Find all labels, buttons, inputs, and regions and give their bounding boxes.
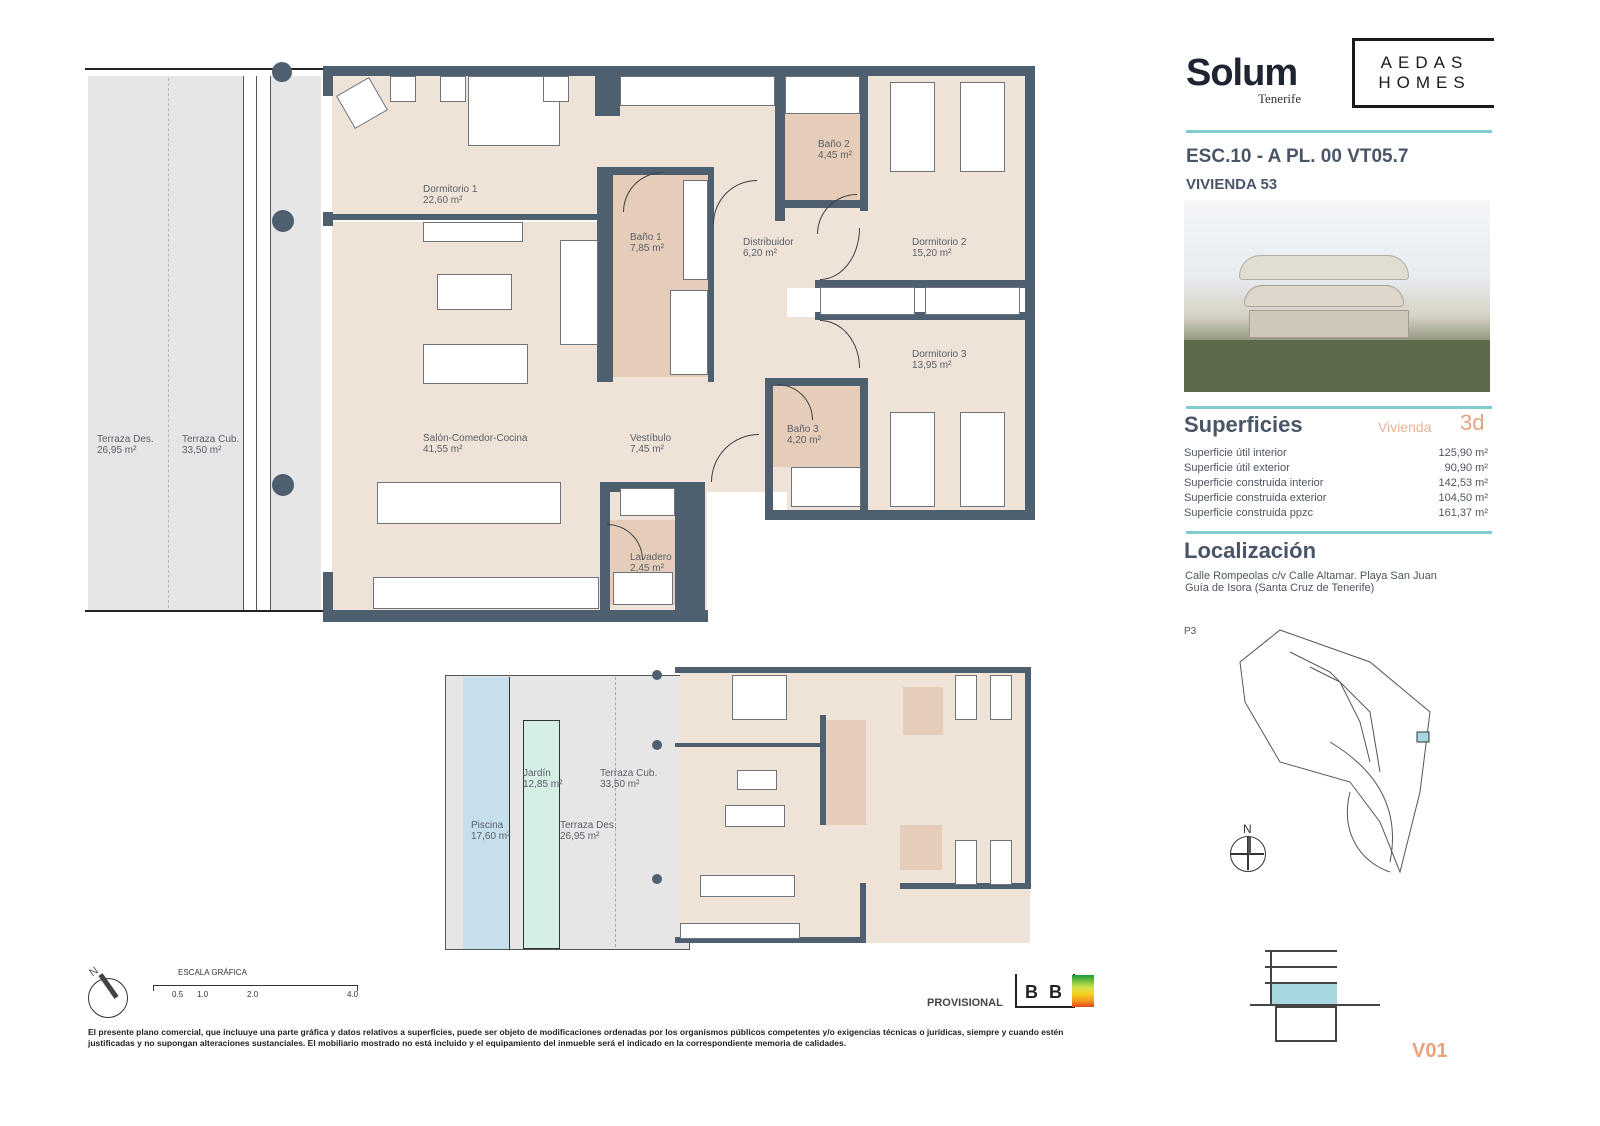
version-label: V01: [1412, 1040, 1448, 1062]
mini-label-terraza-cub: Terraza Cub.33,50 m²: [600, 768, 658, 790]
sink: [683, 180, 708, 280]
partner-logo: AEDAS HOMES: [1352, 38, 1494, 108]
nightstand: [543, 76, 569, 102]
sofa: [423, 344, 528, 384]
energy-badge: B B: [1015, 974, 1075, 1008]
column: [272, 62, 292, 82]
site-plan-label: P3: [1184, 626, 1197, 637]
vivienda-type-value: 3d: [1460, 410, 1485, 435]
scale-title: ESCALA GRÁFICA: [178, 968, 247, 977]
north-arrow: [88, 978, 128, 1018]
section-diagram: [1250, 950, 1390, 1042]
bed: [890, 412, 935, 507]
scale-bar: [153, 985, 358, 991]
bed: [960, 412, 1005, 507]
nightstand: [440, 76, 466, 102]
washer: [613, 572, 673, 605]
garden: [523, 720, 560, 949]
wardrobe: [620, 488, 675, 516]
bed: [890, 82, 935, 172]
bed: [960, 82, 1005, 172]
nightstand: [390, 76, 416, 102]
room-bano-2: [785, 114, 860, 206]
divider: [1186, 406, 1492, 409]
superficies-title: Superficies: [1184, 412, 1303, 437]
divider: [1186, 531, 1492, 534]
unit-highlight: [1270, 984, 1337, 1004]
vivienda-type-label: Vivienda: [1378, 419, 1432, 435]
bathtub: [670, 290, 708, 375]
wardrobe: [785, 76, 860, 114]
wardrobe: [791, 467, 861, 507]
brand-name: Solum: [1186, 52, 1298, 94]
address-line-2: Guía de Isora (Santa Cruz de Tenerife): [1185, 582, 1375, 594]
wardrobe: [620, 76, 775, 106]
wardrobe: [925, 287, 1020, 315]
sideboard: [560, 240, 598, 345]
site-plan: [1239, 629, 1431, 874]
mini-label-terraza-des: Terraza Des.26,95 m²: [560, 820, 617, 842]
column: [272, 210, 294, 232]
kitchen-counter: [373, 577, 599, 609]
building-photo: [1184, 200, 1490, 392]
coffee-table: [437, 274, 512, 310]
main-floor-plan: Terraza Des.26,95 m² Terraza Cub.33,50 m…: [85, 62, 1040, 627]
address-line-1: Calle Rompeolas c/v Calle Altamar. Playa…: [1185, 570, 1437, 582]
room-label-terraza-cub: Terraza Cub.33,50 m²: [182, 434, 240, 456]
provisional-label: PROVISIONAL: [927, 997, 1003, 1009]
disclaimer: El presente plano comercial, que incluuy…: [88, 1027, 1064, 1048]
wardrobe: [820, 287, 915, 315]
brand-sub: Tenerife: [1258, 91, 1302, 106]
brand-logo: Solum Tenerife: [1186, 52, 1301, 107]
site-north-icon: [1230, 836, 1266, 872]
terrace-area: [88, 76, 243, 610]
pool: [463, 677, 510, 949]
site-north-label: N: [1243, 822, 1252, 836]
room-label-terraza-des: Terraza Des.26,95 m²: [97, 434, 154, 456]
column: [272, 474, 294, 496]
unit-name: VIVIENDA 53: [1186, 176, 1278, 193]
divider: [1186, 130, 1492, 133]
localizacion-title: Localización: [1184, 538, 1317, 563]
unit-code: ESC.10 - A PL. 00 VT05.7: [1186, 146, 1409, 167]
energy-scale-icon: [1072, 975, 1094, 1007]
tv-unit: [423, 222, 523, 242]
dining-table: [377, 482, 561, 524]
